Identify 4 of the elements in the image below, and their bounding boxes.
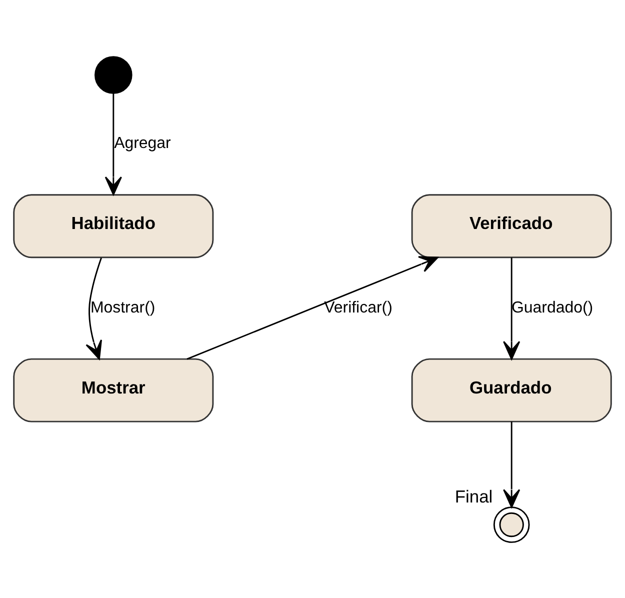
edge-label: Mostrar() [90,298,156,316]
node-label: Final [454,486,493,506]
edge-label: Verificar() [324,298,392,316]
edge-label: Agregar [114,134,171,152]
